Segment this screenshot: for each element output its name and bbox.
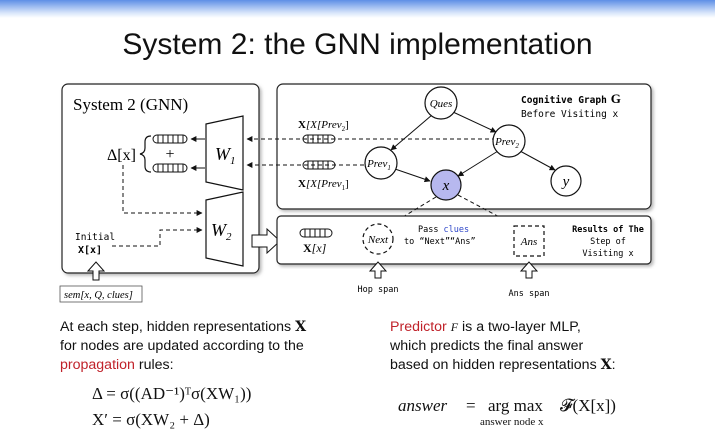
predictor-line3-var: X [600,357,612,373]
formula-xprime: X′ = σ(XW₂ + Δ) [92,410,210,429]
propagation-line1-var: X [295,319,307,335]
predictor-line3: based on hidden representations [390,357,597,373]
w2-layer [205,191,244,267]
node-next-label: Next [367,234,389,246]
propagation-keyword: propagation [60,357,135,373]
w1-label: W1 [215,144,236,167]
up-arrow-ans [519,261,539,279]
node-ques [424,86,458,120]
edge-prev2-x [457,150,499,177]
input-box [59,285,143,303]
formula-argmax-sub: answer node x [480,416,544,428]
vector-bar-upper [152,134,188,144]
node-ques-label: Ques [430,98,453,110]
node-ans-label: Ans [520,236,538,248]
vector-bar-lower [152,163,188,173]
arrow-delta-to-w2 [122,165,203,216]
arrow-x-to-next [387,196,437,227]
up-arrow-input [86,261,106,281]
plus-sign: + [165,146,174,163]
node-prev2 [492,124,526,158]
node-x [430,169,462,201]
ans-span-label: Ans span [509,289,550,299]
predictor-symbol: F [450,320,459,334]
formula-answer-lhs: answer [398,396,448,415]
formula-eq: = [466,396,476,415]
node-prev1 [364,146,398,180]
brace [139,135,152,173]
prev1-var-label: X[X[Prev1] [298,178,349,192]
edge-prev2-y [519,150,556,171]
big-right-arrow [251,227,281,255]
node-prev1-label: Prev1 [366,158,391,172]
propagation-line3-rest: rules: [134,357,174,373]
formula-delta: Δ = σ((AD⁻¹)ᵀσ(XW₁)) [92,384,252,403]
node-ans [513,225,545,257]
w1-layer [205,115,244,191]
predictor-keyword: Predictor [390,319,447,335]
to-next-ans-line: to “Next”“Ans” [404,237,476,247]
predictor-line1-rest: is a two-layer MLP, [458,319,581,335]
vector-bar-x [299,228,333,238]
propagation-text: At each step, hidden representations X f… [60,318,380,375]
up-arrow-hop [368,261,388,279]
edge-ques-prev2 [452,111,497,133]
node-prev2-label: Prev2 [494,136,519,150]
results-line-3: Visiting x [582,249,633,259]
edge-ques-prev1 [390,114,433,151]
input-label: sem[x, Q, clues] [64,290,133,301]
arrow-initial-to-w2 [112,227,203,247]
node-x-label: x [442,178,450,194]
gnn-panel-title: System 2 (GNN) [73,95,188,114]
results-line-2: Step of [590,237,626,247]
cognitive-graph-subtitle: Before Visiting x [521,109,619,120]
formula-argmax: arg max [488,396,543,415]
predictor-line3-end: : [611,357,616,373]
node-y [550,165,582,197]
node-next [362,223,394,255]
delta-label: Δ[x] [107,147,136,164]
predictor-line2: which predicts the final answer [390,338,584,354]
propagation-line1: At each step, hidden representations [60,319,292,335]
w2-label: W2 [211,220,232,243]
prev2-var-label: X[X[Prev2] [298,119,349,133]
edge-prev1-x [394,168,431,183]
initial-label: Initial [75,232,115,243]
propagation-line2: for nodes are updated according to the [60,338,304,354]
node-y-label: y [561,174,570,190]
results-line-1: Results of The [572,225,644,235]
slide-title: System 2: the GNN implementation [122,28,593,61]
top-gradient-band [0,0,715,18]
x-var-label: X[x] [303,241,327,255]
predictor-text: Predictor F is a two-layer MLP, which pr… [390,318,710,375]
hop-span-label: Hop span [358,285,399,295]
formula-answer-rhs: 𝓕(X[x]) [560,396,616,415]
initial-var: X[x] [78,245,102,256]
